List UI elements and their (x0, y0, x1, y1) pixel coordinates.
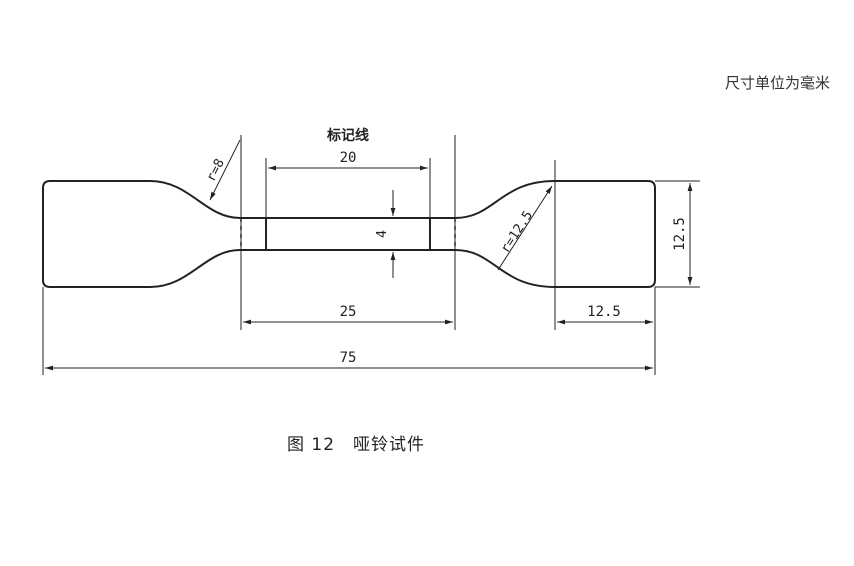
dim-label-gauge-length: 20 (340, 150, 357, 166)
dim-label-end-length: 12.5 (587, 304, 621, 320)
gauge-label: 标记线 (326, 127, 369, 144)
radius-leader-small (209, 139, 241, 201)
radius-label-small: r=8 (204, 157, 228, 185)
figure-caption: 图 12 哑铃试件 (287, 430, 425, 455)
unit-note: 尺寸单位为毫米 (724, 74, 830, 92)
dim-label-narrow-width: 4 (375, 230, 390, 238)
dim-label-end-width: 12.5 (672, 217, 688, 251)
specimen-outline (42, 180, 656, 288)
figure-title: 哑铃试件 (353, 435, 426, 455)
dim-label-total-length: 75 (340, 350, 357, 366)
figure-number: 图 12 (287, 435, 336, 455)
radius-leader-large (497, 185, 553, 271)
dim-label-narrow-length: 25 (340, 304, 357, 320)
radius-label-large: r=12.5 (498, 208, 536, 256)
